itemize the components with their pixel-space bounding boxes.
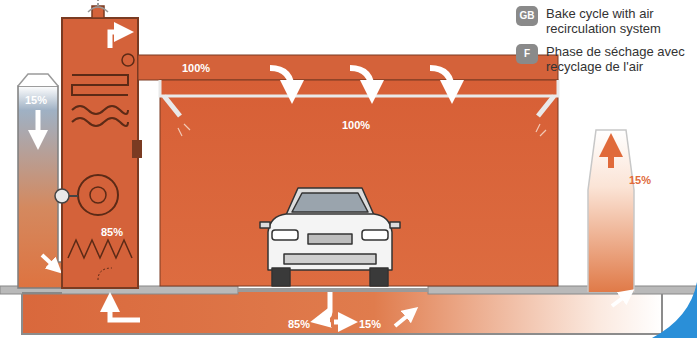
flow-percent: 85% [101,226,123,238]
flow-percent: 100% [342,119,370,131]
flow-percent: 15% [359,318,381,330]
legend-caption: Bake cycle with air recirculation system [546,6,688,36]
flow-percent: 15% [25,94,47,106]
flow-percent: 15% [629,174,651,186]
language-code: GB [520,10,535,21]
language-legend-item: GB Bake cycle with air recirculation syst… [516,6,688,36]
legend-caption: Phase de séchage avec recyclage de l'air [546,44,688,74]
language-code: F [524,48,530,59]
language-legend-item: F Phase de séchage avec recyclage de l'ai… [516,44,688,74]
flow-percent: 100% [182,62,210,74]
language-badge: F [516,44,538,64]
language-badge: GB [516,6,538,26]
flow-percent: 85% [288,318,310,330]
